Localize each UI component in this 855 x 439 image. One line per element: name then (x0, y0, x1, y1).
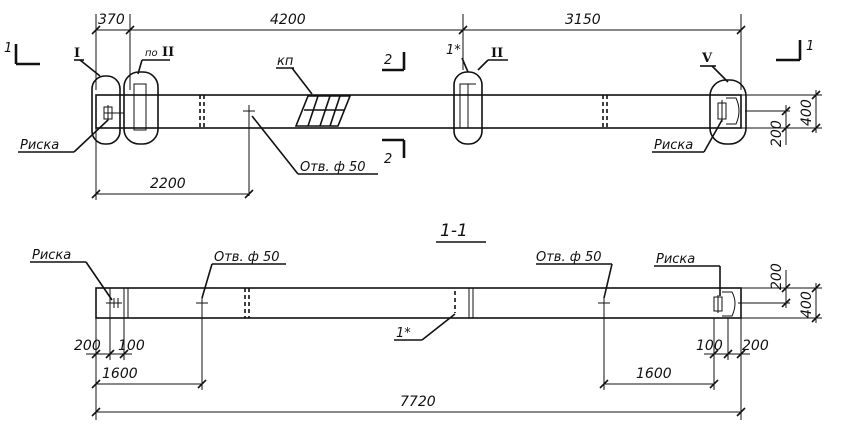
section-right-dims: 100 200 1600 (599, 318, 769, 420)
section-view: 1-1 Отв. ф 50 (30, 221, 822, 420)
node-V: V (700, 51, 747, 145)
kp-plate: кп (276, 54, 352, 127)
section-title: 1-1 (440, 221, 468, 241)
one-star-section: 1* (394, 313, 456, 341)
dim-400-vert: 400 (799, 291, 815, 318)
riska-left-plan-label: Риска (20, 138, 59, 153)
dim-100-left: 100 (118, 338, 145, 354)
cut-2-bottom-label: 2 (384, 152, 392, 167)
top-dimension-chain: 370 4200 3150 (91, 12, 746, 90)
node-II-label: II (491, 46, 503, 61)
riska-right-plan-label: Риска (654, 138, 693, 153)
riska-left-section: Риска (30, 248, 113, 301)
section-left-dims: 200 100 1600 (74, 318, 207, 420)
cut-2-top-label: 2 (384, 53, 392, 68)
riska-right-plan: Риска (652, 119, 723, 153)
right-vertical-dims-plan: 200 400 (741, 90, 822, 147)
beam-plan (95, 94, 742, 129)
kp-label: кп (277, 54, 294, 69)
dim-400-plan: 400 (799, 99, 815, 126)
section-mark-right: 1 (776, 39, 814, 62)
dim-7720: 7720 (400, 394, 436, 410)
node-I: I (74, 46, 124, 145)
dim-370: 370 (98, 12, 125, 28)
dim-3150: 3150 (565, 12, 601, 28)
hole-left-label: Отв. ф 50 (214, 250, 280, 265)
dim-4200: 4200 (270, 12, 306, 28)
riska-right-section-label: Риска (656, 252, 695, 267)
node-po-II-label: II (162, 45, 174, 60)
hole-plan-label: Отв. ф 50 (300, 160, 366, 175)
dim-2200: 2200 (150, 176, 186, 192)
hole-right-label: Отв. ф 50 (536, 250, 602, 265)
beam-section (95, 287, 742, 319)
section-right-end (713, 291, 736, 317)
section-mark-right-label: 1 (806, 39, 814, 54)
node-po-II: по II (123, 45, 174, 145)
dim-2200-line: 2200 (91, 128, 254, 200)
section-total-dim: 7720 (91, 394, 746, 417)
riska-left-section-label: Риска (32, 248, 71, 263)
dim-1600-left: 1600 (102, 366, 138, 382)
riska-right-section: Риска (654, 252, 721, 296)
riska-left-plan: Риска (18, 119, 109, 153)
section-left-end (106, 288, 129, 318)
hole-section-left: Отв. ф 50 (196, 250, 286, 390)
hole-plan: Отв. ф 50 (243, 105, 378, 196)
dim-200-plan: 200 (769, 120, 785, 147)
dim-100-right: 100 (696, 338, 723, 354)
section-cut-2: 2 2 (382, 52, 406, 167)
node-II: 1* II (446, 43, 508, 145)
section-mark-left: 1 (4, 41, 40, 66)
section-right-vertical-dims: 200 400 (738, 263, 822, 323)
node-I-label: I (74, 46, 80, 61)
hole-section-right: Отв. ф 50 (536, 250, 613, 390)
plan-view: 370 4200 3150 1 1 I (4, 12, 822, 200)
section-mark-left-label: 1 (4, 41, 12, 56)
dim-1600-right: 1600 (636, 366, 672, 382)
dim-200-vert: 200 (769, 263, 785, 290)
one-star-section-label: 1* (396, 326, 411, 341)
node-V-label: V (701, 51, 713, 66)
one-star-plan-label: 1* (446, 43, 461, 58)
node-po-II-prefix: по (145, 48, 158, 59)
dim-200-right: 200 (742, 338, 769, 354)
dim-200-left: 200 (74, 338, 101, 354)
